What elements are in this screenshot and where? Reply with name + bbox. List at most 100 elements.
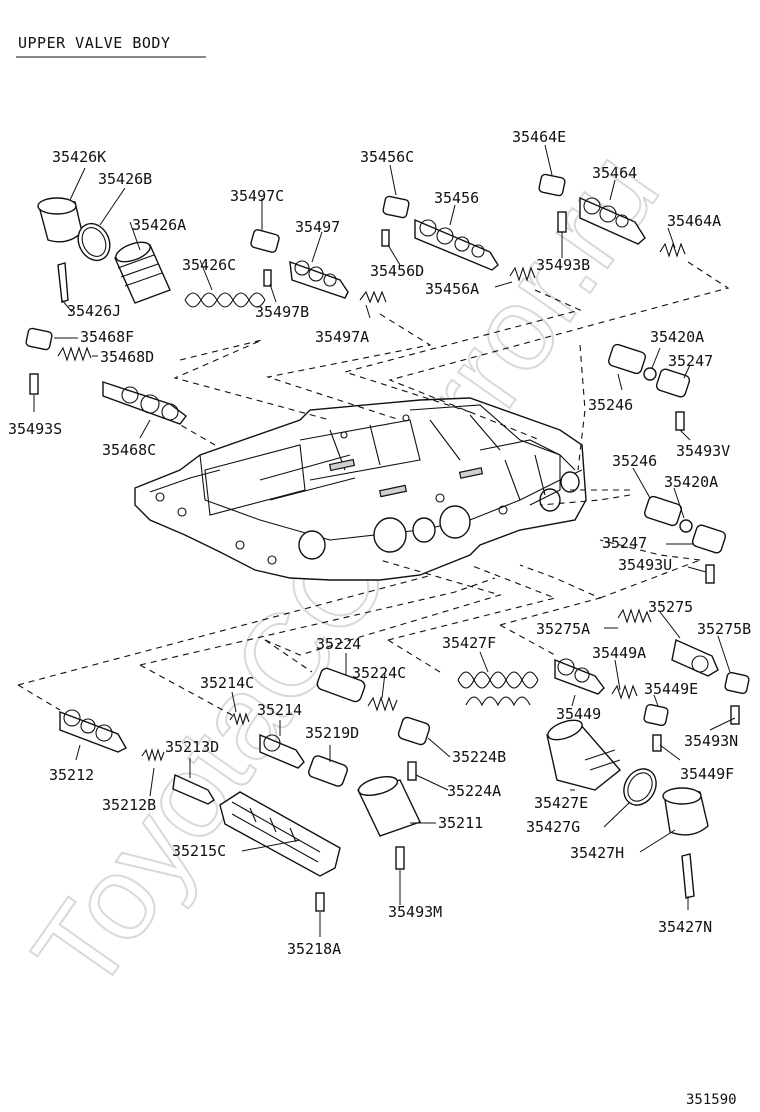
- label-35426C: 35426C: [182, 256, 236, 274]
- part-35456A-spring: [509, 266, 536, 282]
- label-35212: 35212: [49, 766, 94, 784]
- part-35464E-plug: [538, 173, 566, 197]
- part-35224C-spring: [367, 696, 398, 712]
- label-35456D: 35456D: [370, 262, 424, 280]
- valve-body-casting: [134, 397, 587, 581]
- label-35212B: 35212B: [102, 796, 156, 814]
- label-35224A: 35224A: [447, 782, 501, 800]
- part-labels: 35426K 35426B 35426A 35426J 35426C 35497…: [8, 128, 751, 958]
- part-35275-valve: [671, 639, 719, 677]
- label-35427H: 35427H: [570, 844, 624, 862]
- part-35213D-valve: [172, 773, 215, 805]
- label-35214C: 35214C: [200, 674, 254, 692]
- label-35493U: 35493U: [618, 556, 672, 574]
- part-35493N-pin: [730, 705, 740, 725]
- label-35456C: 35456C: [360, 148, 414, 166]
- part-35420A-ball-lower: [679, 519, 693, 533]
- part-35218A-pin: [315, 892, 325, 912]
- label-35449E: 35449E: [644, 680, 698, 698]
- part-35468D-spring: [57, 346, 92, 362]
- part-35468F-plug: [25, 327, 53, 351]
- part-35420A-ball-upper: [643, 367, 657, 381]
- label-35493S: 35493S: [8, 420, 62, 438]
- part-35464-valve: [579, 196, 646, 245]
- label-35493V: 35493V: [676, 442, 730, 460]
- label-35275B: 35275B: [697, 620, 751, 638]
- part-35449A-spring: [611, 684, 638, 700]
- label-35246-upper: 35246: [588, 396, 633, 414]
- label-35224B: 35224B: [452, 748, 506, 766]
- diagram-code: 351590: [686, 1092, 737, 1108]
- label-35497: 35497: [295, 218, 340, 236]
- label-35426B: 35426B: [98, 170, 152, 188]
- label-35468F: 35468F: [80, 328, 134, 346]
- part-35212B-spring: [141, 748, 165, 762]
- part-35468C-valve: [102, 381, 187, 425]
- part-35456C-plug: [382, 195, 410, 219]
- label-35275A: 35275A: [536, 620, 590, 638]
- part-35427G-ring: [623, 768, 657, 806]
- diagram-title: UPPER VALVE BODY: [18, 34, 171, 52]
- label-35468C: 35468C: [102, 441, 156, 459]
- part-35493B-pin: [557, 211, 567, 233]
- part-35449F-pin: [652, 734, 662, 752]
- part-35247-upper: [655, 368, 691, 398]
- label-35427E: 35427E: [534, 794, 588, 812]
- label-35420A-upper: 35420A: [650, 328, 704, 346]
- part-35211-plug: [356, 775, 421, 837]
- part-35493S-pin: [29, 373, 39, 395]
- part-35427E-sleeve: [546, 719, 622, 791]
- part-35275B-plug: [724, 671, 750, 695]
- label-35420A-lower: 35420A: [664, 473, 718, 491]
- label-35464A: 35464A: [667, 212, 721, 230]
- label-35224: 35224: [316, 635, 361, 653]
- part-35224-valve: [316, 667, 366, 703]
- assembly-lines: [17, 261, 730, 716]
- label-35449: 35449: [556, 705, 601, 723]
- part-35426B-ring: [77, 222, 111, 262]
- part-35449-valve: [554, 658, 605, 695]
- part-35246-lower: [644, 495, 682, 527]
- part-35497-valve: [289, 260, 349, 299]
- label-35468D: 35468D: [100, 348, 154, 366]
- part-35427N-pin: [681, 853, 695, 899]
- part-35275A-spring: [617, 608, 652, 624]
- label-35218A: 35218A: [287, 940, 341, 958]
- part-35224B-plug: [397, 716, 431, 746]
- label-35449F: 35449F: [680, 765, 734, 783]
- part-35464A-spring: [659, 242, 686, 258]
- part-35246-upper: [608, 343, 646, 375]
- part-35426K-plug: [37, 197, 83, 243]
- part-35497B-pin: [263, 269, 272, 287]
- part-35493U-pin: [705, 564, 715, 584]
- label-35427F: 35427F: [442, 634, 496, 652]
- part-35219D-valve: [308, 755, 348, 787]
- part-35497C-plug: [250, 229, 280, 253]
- part-35214-valve: [259, 733, 305, 769]
- label-35493M: 35493M: [388, 903, 442, 921]
- label-35456A: 35456A: [425, 280, 479, 298]
- label-35497B: 35497B: [255, 303, 309, 321]
- label-35426A: 35426A: [132, 216, 186, 234]
- part-35427F-spring: [457, 671, 539, 707]
- part-35426A-sleeve: [114, 241, 171, 304]
- part-35214C-spring: [229, 712, 250, 726]
- part-35426J-pin: [57, 262, 69, 303]
- label-35215C: 35215C: [172, 842, 226, 860]
- part-35215C-sleeve: [219, 791, 341, 877]
- part-35427H-plug: [662, 787, 709, 836]
- part-35493V-pin: [675, 411, 685, 431]
- part-35449E-plug: [643, 703, 669, 727]
- part-35497A-spring: [359, 290, 387, 304]
- label-35213D: 35213D: [165, 738, 219, 756]
- label-35497C: 35497C: [230, 187, 284, 205]
- label-35247-lower: 35247: [602, 534, 647, 552]
- label-35427N: 35427N: [658, 918, 712, 936]
- part-35456D-pin: [381, 229, 390, 247]
- label-35219D: 35219D: [305, 724, 359, 742]
- label-35247-upper: 35247: [668, 352, 713, 370]
- part-35493M-pin: [395, 846, 405, 870]
- part-35456-valve: [414, 218, 499, 271]
- label-35427G: 35427G: [526, 818, 580, 836]
